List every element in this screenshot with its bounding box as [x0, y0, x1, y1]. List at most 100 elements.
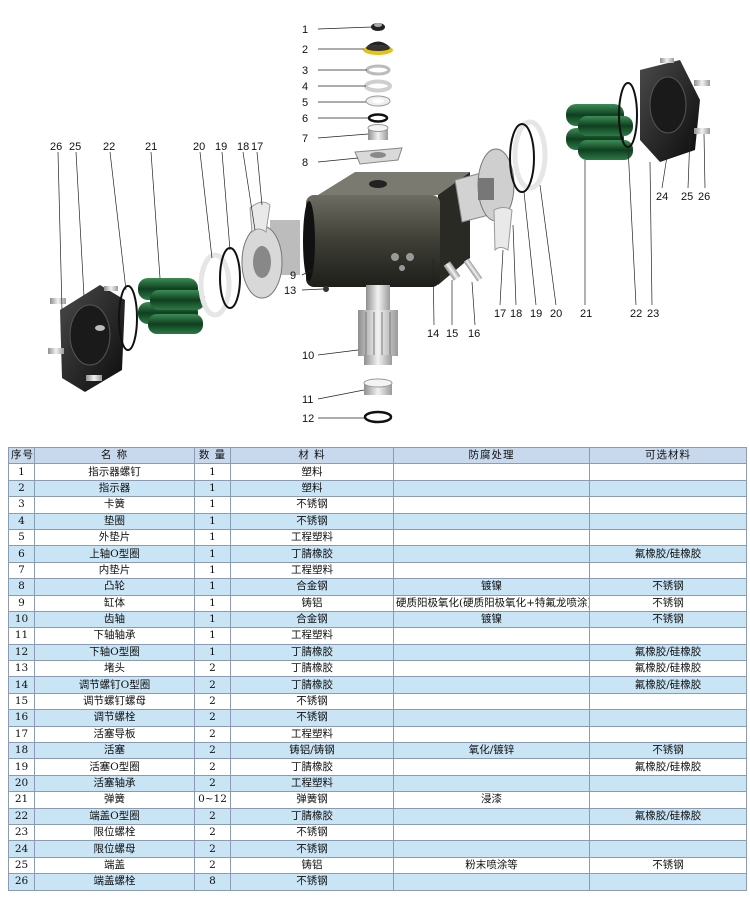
cell-qty: 1 — [194, 545, 231, 563]
cell-optional-material: 氟橡胶/硅橡胶 — [589, 643, 747, 662]
cell-optional-material — [589, 627, 747, 645]
callout-left-26: 26 — [50, 141, 62, 153]
cell-seq: 12 — [8, 643, 35, 662]
cell-name: 指示器螺钉 — [34, 463, 195, 481]
cell-optional-material: 氟橡胶/硅橡胶 — [589, 807, 747, 825]
cell-optional-material: 氟橡胶/硅橡胶 — [589, 758, 747, 776]
part-17-right-piston-guide — [493, 207, 513, 252]
cell-qty: 1 — [194, 561, 231, 580]
part-10-pinion-shaft — [358, 285, 398, 365]
cell-material: 丁腈橡胶 — [230, 807, 394, 825]
cell-name: 调节螺栓 — [34, 709, 195, 727]
cell-name: 外垫片 — [34, 528, 195, 547]
cell-name: 调节螺钉O型圈 — [34, 676, 195, 694]
part-14-16-adjusting-screw-set — [430, 252, 483, 282]
cell-name: 卡簧 — [34, 496, 195, 514]
cell-name: 端盖O型圈 — [34, 807, 195, 825]
cell-anticorrosion: 硬质阳极氧化(硬质阳极氧化+特氟龙喷涂) — [393, 594, 590, 612]
cell-qty: 1 — [194, 496, 231, 514]
cell-name: 指示器 — [34, 479, 195, 498]
cell-seq: 14 — [8, 676, 35, 694]
cell-seq: 5 — [8, 528, 35, 547]
cell-optional-material: 氟橡胶/硅橡胶 — [589, 660, 747, 678]
cell-name: 堵头 — [34, 660, 195, 678]
cell-anticorrosion — [393, 561, 590, 580]
callout-right-26: 26 — [698, 191, 710, 203]
cell-material: 丁腈橡胶 — [230, 660, 394, 678]
cell-material: 不锈钢 — [230, 512, 394, 530]
cell-seq: 17 — [8, 725, 35, 744]
table-header-row: 序号 名 称 数 量 材 料 防腐处理 可选材料 — [8, 446, 747, 465]
cell-material: 工程塑料 — [230, 774, 394, 793]
cell-anticorrosion: 浸漆 — [393, 791, 590, 809]
cell-anticorrosion — [393, 512, 590, 530]
header-material: 材 料 — [230, 446, 394, 465]
cell-name: 下轴轴承 — [34, 627, 195, 645]
cell-name: 调节螺钉螺母 — [34, 692, 195, 711]
part-7-inner-spacer — [367, 124, 389, 140]
cell-seq: 3 — [8, 496, 35, 514]
cell-anticorrosion — [393, 807, 590, 825]
part-20-left-piston-bearing — [198, 252, 232, 318]
cell-seq: 20 — [8, 774, 35, 793]
cell-name: 凸轮 — [34, 578, 195, 596]
callout-2: 2 — [302, 44, 308, 56]
cell-seq: 22 — [8, 807, 35, 825]
cell-qty: 2 — [194, 676, 231, 694]
cell-anticorrosion: 氧化/镀锌 — [393, 742, 590, 760]
cell-qty: 1 — [194, 528, 231, 547]
callout-right-15: 15 — [446, 328, 458, 340]
cell-seq: 23 — [8, 823, 35, 842]
cell-qty: 2 — [194, 725, 231, 744]
callout-right-16: 16 — [468, 328, 480, 340]
cell-qty: 1 — [194, 594, 231, 612]
cell-optional-material: 不锈钢 — [589, 594, 747, 612]
cell-anticorrosion — [393, 643, 590, 662]
part-17-left-piston-guide — [249, 201, 271, 234]
cell-material: 丁腈橡胶 — [230, 643, 394, 662]
cell-anticorrosion — [393, 758, 590, 776]
callout-5: 5 — [302, 97, 308, 109]
cell-anticorrosion — [393, 774, 590, 793]
callout-10: 10 — [302, 350, 314, 362]
cell-name: 下轴O型圈 — [34, 643, 195, 662]
cell-name: 垫圈 — [34, 512, 195, 530]
callout-7: 7 — [302, 133, 308, 145]
cell-material: 铸铝/铸钢 — [230, 742, 394, 760]
cell-seq: 19 — [8, 758, 35, 776]
callout-right-20: 20 — [550, 308, 562, 320]
cell-material: 塑料 — [230, 479, 394, 498]
part-21-right-springs — [566, 104, 633, 160]
cell-material: 工程塑料 — [230, 561, 394, 580]
header-seq: 序号 — [8, 446, 35, 465]
cell-qty: 1 — [194, 512, 231, 530]
cell-material: 合金钢 — [230, 610, 394, 629]
cell-anticorrosion — [393, 627, 590, 645]
callout-4: 4 — [302, 81, 308, 93]
cell-optional-material — [589, 791, 747, 809]
cell-material: 塑料 — [230, 463, 394, 481]
part-20-right-piston-bearing — [512, 119, 548, 191]
cell-name: 内垫片 — [34, 561, 195, 580]
cell-name: 齿轴 — [34, 610, 195, 629]
cell-seq: 25 — [8, 856, 35, 875]
part-3-circlip — [365, 64, 391, 76]
cell-name: 限位螺母 — [34, 840, 195, 858]
cell-optional-material — [589, 709, 747, 727]
part-18-left-piston — [241, 220, 300, 299]
cell-optional-material — [589, 823, 747, 842]
callout-left-18: 18 — [237, 141, 249, 153]
